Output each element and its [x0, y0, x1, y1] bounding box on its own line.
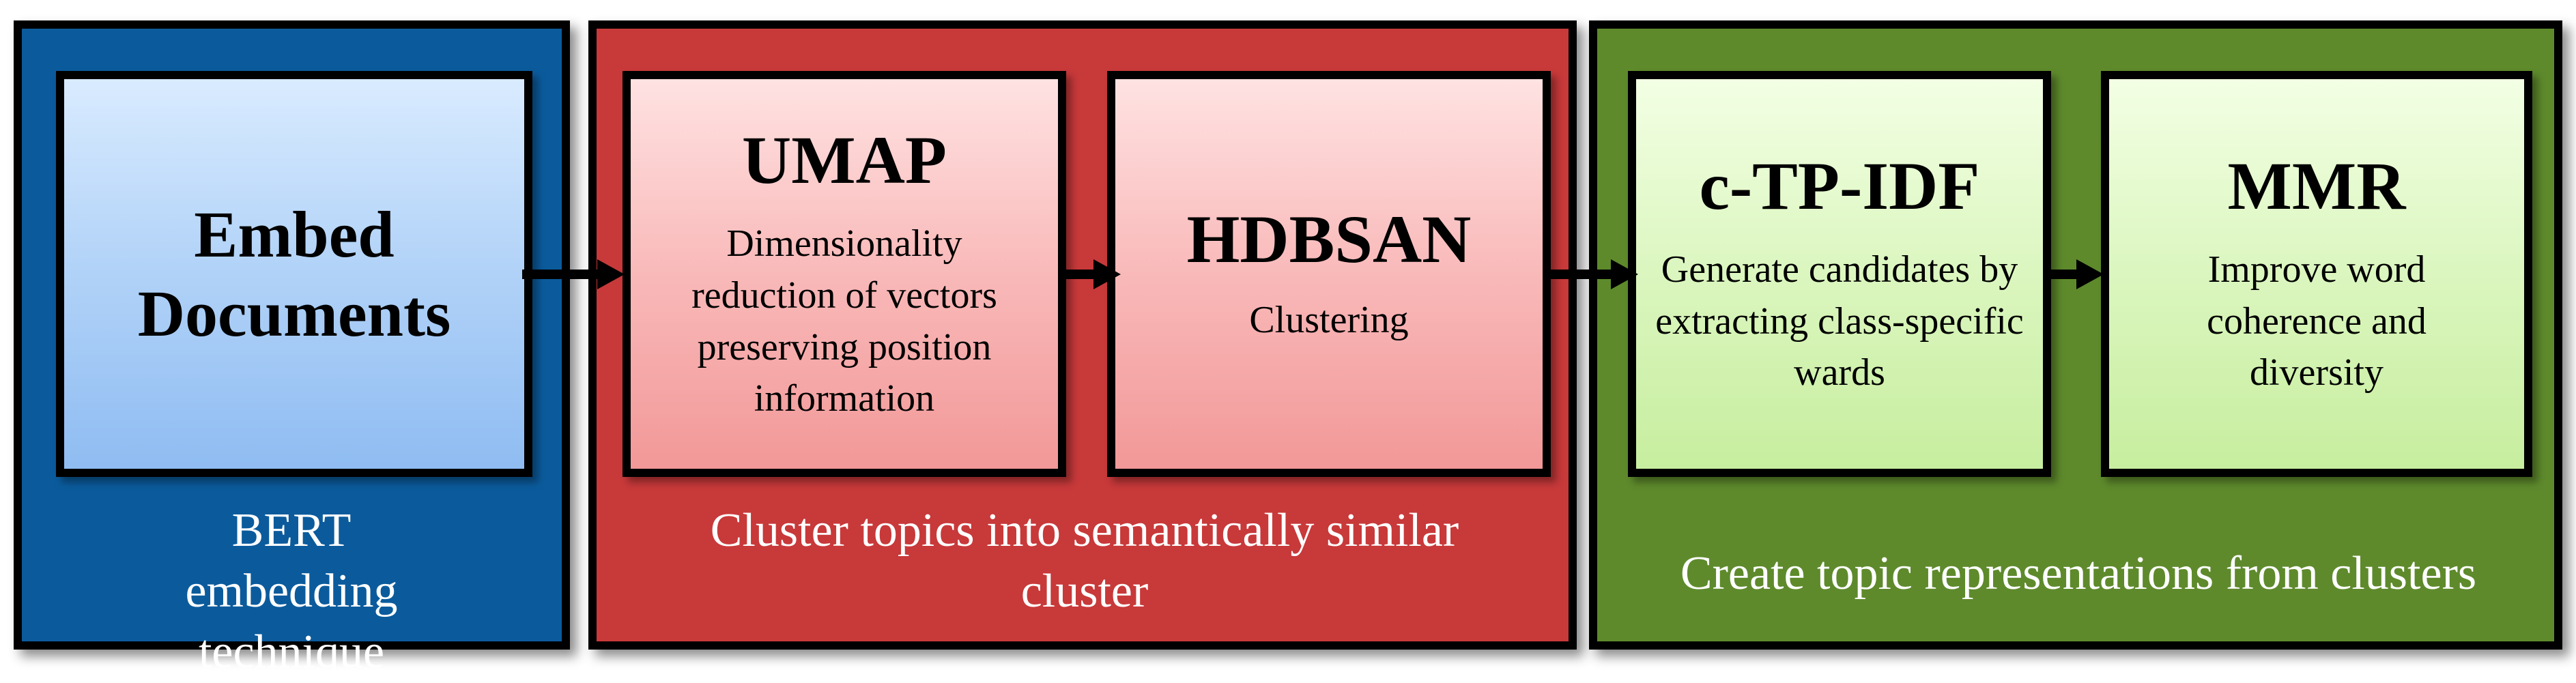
cluster-stage-caption: Cluster topics into semantically similar… [710, 504, 1459, 617]
hdbscan-box: HDBSAN Clustering [1107, 71, 1551, 477]
embed-stage-panel: Embed Documents BERT embedding technique [14, 20, 570, 678]
hdbscan-description: Clustering [1249, 298, 1409, 341]
mmr-box: MMR Improve word coherence and diversity [2101, 71, 2532, 477]
embed-documents-box: Embed Documents [56, 71, 532, 477]
hdbscan-title: HDBSAN [1186, 201, 1472, 277]
umap-box: UMAP Dimensionality reduction of vectors… [622, 71, 1066, 477]
embed-stage-caption: BERT embedding technique [185, 504, 398, 678]
mmr-title: MMR [2227, 148, 2406, 224]
arrow-embed-to-umap [522, 259, 625, 289]
ctfidf-title: c-TP-IDF [1699, 148, 1980, 224]
ctfidf-box: c-TP-IDF Generate candidates by extracti… [1628, 71, 2051, 477]
embed-documents-title: Embed Documents [137, 198, 451, 350]
umap-title: UMAP [742, 122, 947, 199]
ctfidf-description: Generate candidates by extracting class-… [1655, 248, 2024, 394]
arrow-umap-to-hdbscan [1058, 259, 1121, 289]
cluster-stage-panel: UMAP Dimensionality reduction of vectors… [588, 20, 1577, 650]
umap-description: Dimensionality reduction of vectors pres… [691, 222, 997, 420]
representation-stage-panel: c-TP-IDF Generate candidates by extracti… [1589, 20, 2562, 650]
arrow-hdbscan-to-ctfidf [1543, 259, 1638, 289]
mmr-description: Improve word coherence and diversity [2207, 248, 2427, 394]
arrow-ctfidf-to-mmr [2048, 259, 2104, 289]
representation-stage-caption: Create topic representations from cluste… [1680, 547, 2477, 600]
